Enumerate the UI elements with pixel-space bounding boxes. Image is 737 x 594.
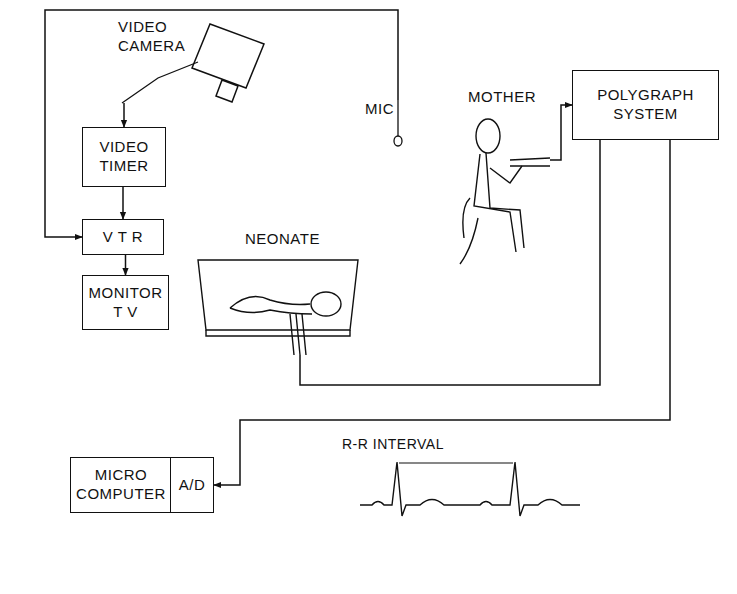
signal-wire bbox=[123, 103, 125, 127]
process-box: VIDEO TIMER bbox=[82, 127, 166, 187]
node-label: V T R bbox=[103, 228, 143, 247]
illustration-node: MIC bbox=[365, 100, 415, 150]
node-label: MICRO COMPUTER bbox=[75, 466, 167, 504]
node-label: MIC bbox=[365, 100, 405, 119]
signal-label: R-R INTERVAL bbox=[340, 436, 446, 452]
process-box: POLYGRAPH SYSTEM bbox=[572, 70, 719, 140]
illustration-node: VIDEO CAMERA bbox=[118, 18, 268, 103]
node-label: MONITOR T V bbox=[87, 284, 164, 322]
node-label: VIDEO TIMER bbox=[87, 138, 161, 176]
interval-line bbox=[399, 462, 513, 463]
signal-wire bbox=[214, 140, 670, 485]
node-label: MOTHER bbox=[468, 88, 548, 107]
process-box: V T R bbox=[82, 219, 164, 255]
illustration-node: NEONATE bbox=[190, 230, 365, 355]
node-label: A/D bbox=[179, 476, 206, 495]
signal-wire bbox=[125, 255, 127, 275]
signal-wire bbox=[300, 140, 600, 385]
signal-wire bbox=[45, 10, 398, 237]
ecg-trace bbox=[360, 462, 580, 516]
signal-wire bbox=[550, 105, 572, 160]
neonate-drawing bbox=[190, 230, 365, 355]
mother-drawing bbox=[450, 88, 550, 268]
signal-wire bbox=[122, 187, 124, 219]
process-box: MONITOR T V bbox=[82, 275, 169, 330]
process-box: A/D bbox=[170, 457, 214, 513]
node-label: NEONATE bbox=[245, 230, 355, 249]
illustration-node: MOTHER bbox=[450, 88, 550, 268]
node-label: VIDEO CAMERA bbox=[118, 18, 198, 56]
node-label: POLYGRAPH SYSTEM bbox=[577, 86, 714, 124]
process-box: MICRO COMPUTER bbox=[70, 457, 172, 513]
